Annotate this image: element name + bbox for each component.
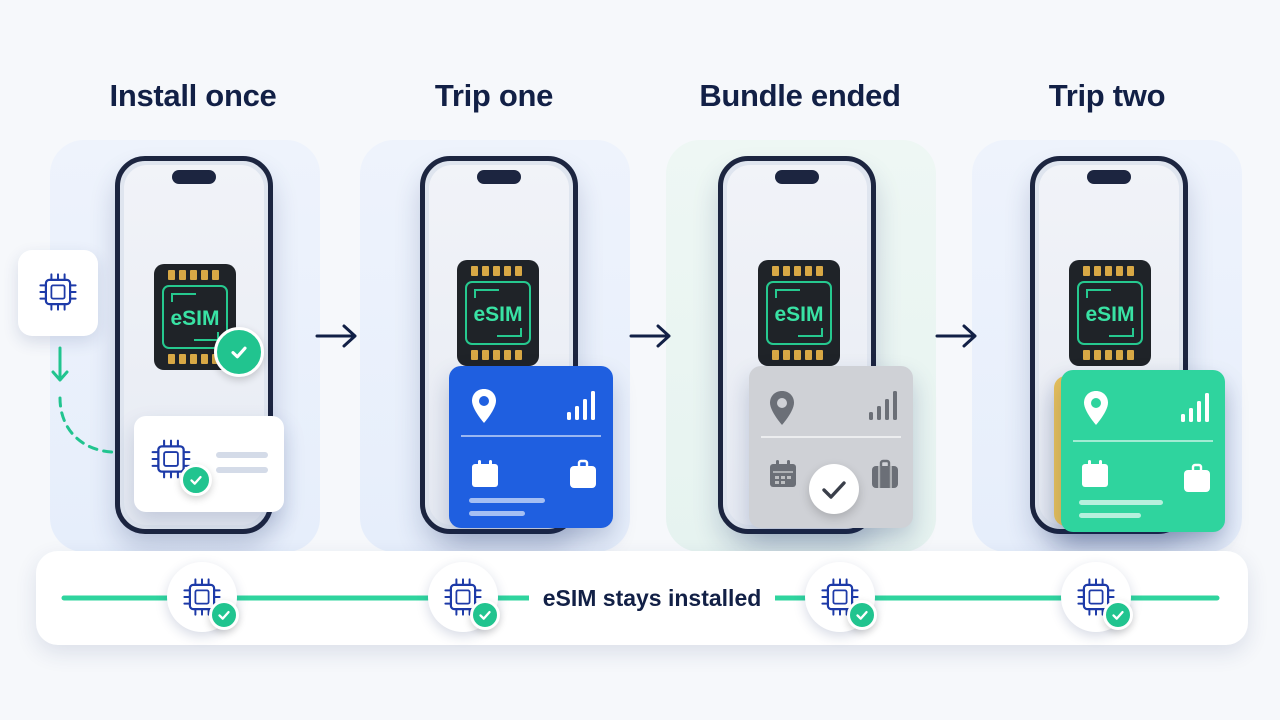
phone-notch xyxy=(775,170,819,184)
bundle-ended-plan-card xyxy=(749,366,913,528)
check-icon xyxy=(847,600,877,630)
phone-notch xyxy=(477,170,521,184)
step-title-trip-one: Trip one xyxy=(434,78,554,113)
esim-chip-install-once: eSIM xyxy=(152,262,238,372)
step-title-install-once: Install once xyxy=(109,78,277,113)
trip-two-plan-card xyxy=(1061,370,1225,532)
install-flow-path xyxy=(51,346,114,454)
trip-one-plan-card xyxy=(449,366,613,528)
timeline-caption: eSIM stays installed xyxy=(529,583,775,613)
chip-icon xyxy=(151,439,268,479)
step-title-bundle-ended: Bundle ended xyxy=(699,78,901,113)
timeline-node-install-once xyxy=(167,562,239,632)
check-icon xyxy=(180,464,212,496)
esim-chip-label: eSIM xyxy=(170,307,220,330)
check-icon xyxy=(1103,600,1133,630)
timeline-node-bundle-ended xyxy=(805,562,877,632)
chip-tile xyxy=(18,250,98,336)
step-title-trip-two: Trip two xyxy=(1048,78,1166,113)
esim-chip-trip-one: eSIM xyxy=(455,258,541,368)
check-icon xyxy=(809,464,859,514)
check-icon xyxy=(214,327,264,377)
esim-chip-label: eSIM xyxy=(774,303,824,326)
esim-chip-bundle-ended: eSIM xyxy=(756,258,842,368)
esim-chip-label: eSIM xyxy=(1085,303,1135,326)
esim-chip-label: eSIM xyxy=(473,303,523,326)
timeline-node-trip-two xyxy=(1061,562,1133,632)
phone-notch xyxy=(172,170,216,184)
check-icon xyxy=(470,600,500,630)
phone-notch xyxy=(1087,170,1131,184)
timeline-node-trip-one xyxy=(428,562,500,632)
installed-esim-card xyxy=(134,416,284,512)
esim-chip-trip-two: eSIM xyxy=(1067,258,1153,368)
check-icon xyxy=(209,600,239,630)
